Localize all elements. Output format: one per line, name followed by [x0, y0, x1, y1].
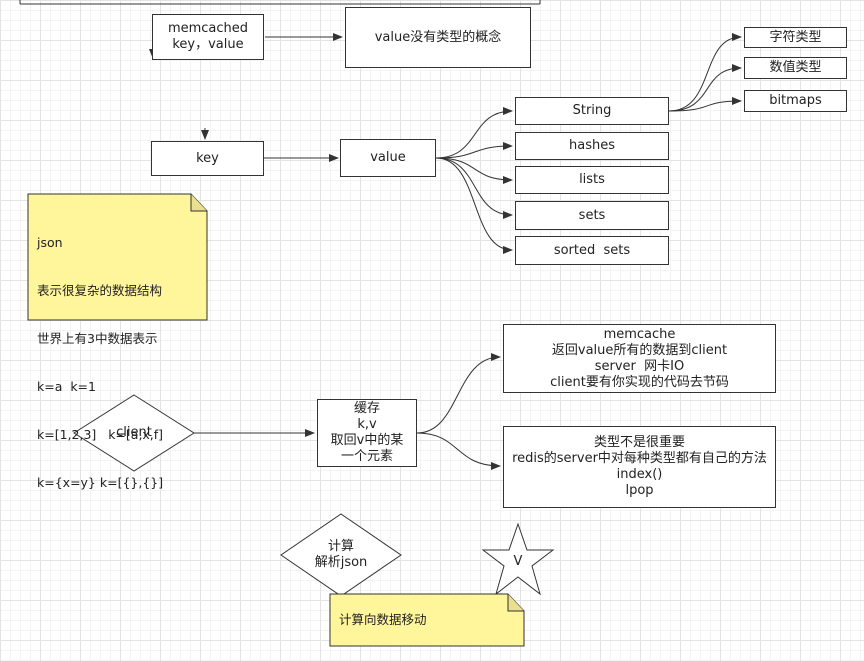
subtype-num-label: 数值类型 — [769, 60, 822, 75]
client-node[interactable]: client — [84, 421, 184, 445]
type-sets-label: sets — [578, 207, 606, 223]
memcache-line-1: memcache — [603, 326, 676, 342]
memcached-node[interactable]: memcached key，value — [152, 14, 264, 60]
type-sorted-sets-node[interactable]: sorted sets — [515, 236, 669, 265]
json-note-line-5: k=[1,2,3] k=[a,x,f] — [37, 427, 164, 442]
memcached-line-1: memcached — [167, 21, 249, 36]
cache-line-2: k,v — [357, 417, 377, 432]
memcached-line-2: key，value — [172, 37, 244, 52]
subtype-char-label: 字符类型 — [769, 29, 822, 45]
compute-line-1: 计算 — [327, 539, 354, 554]
type-hashes-label: hashes — [569, 138, 615, 153]
move-note-fold — [507, 594, 524, 612]
json-note-fold — [190, 194, 207, 212]
subtype-bitmaps-label: bitmaps — [769, 93, 822, 108]
redis-line-3: index() — [616, 467, 663, 482]
value-label: value — [370, 150, 406, 165]
memcache-line-2: 返回value所有的数据到client — [551, 342, 728, 358]
edge-value-to-hashes — [435, 142, 513, 159]
redis-line-1: 类型不是很重要 — [593, 435, 685, 450]
compute-line-2: 解析json — [314, 555, 368, 570]
edge-value-to-sets — [435, 157, 513, 219]
key-label: key — [196, 150, 219, 166]
json-note[interactable]: json 表示很复杂的数据结构 世界上有3中数据表示 k=a k=1 k=[1,… — [28, 194, 207, 490]
move-note[interactable]: 计算向数据移动 — [330, 594, 524, 646]
client-label: client — [116, 425, 152, 440]
edge-string-to-num — [668, 64, 742, 112]
cache-line-1: 缓存 — [353, 401, 380, 416]
star-label: V — [513, 554, 523, 569]
star-shape — [481, 522, 555, 596]
value-no-type-label: value没有类型的概念 — [374, 29, 502, 45]
subtype-num-node[interactable]: 数值类型 — [744, 57, 847, 79]
type-string-label: String — [572, 103, 612, 118]
type-string-node[interactable]: String — [515, 97, 669, 125]
edge-string-to-char — [668, 33, 742, 112]
client-diamond — [73, 394, 195, 472]
type-hashes-node[interactable]: hashes — [515, 132, 669, 160]
edge-cache-to-memcache — [416, 353, 501, 434]
redis-detail-node[interactable]: 类型不是很重要 redis的server中对每种类型都有自己的方法 index(… — [503, 426, 776, 508]
cache-node[interactable]: 缓存 k,v 取回v中的某 一个元素 — [317, 399, 417, 467]
memcache-line-3: server 网卡IO — [594, 358, 685, 374]
json-note-line-2: 表示很复杂的数据结构 — [37, 283, 163, 298]
type-sorted-sets-label: sorted sets — [553, 242, 631, 258]
key-node[interactable]: key — [151, 141, 264, 176]
value-no-type-node[interactable]: value没有类型的概念 — [345, 7, 531, 68]
type-sets-node[interactable]: sets — [515, 201, 669, 230]
json-note-shape — [27, 193, 208, 321]
move-note-shape — [329, 593, 525, 647]
value-node[interactable]: value — [340, 139, 436, 177]
cache-line-4: 一个元素 — [340, 449, 393, 464]
subtype-char-node[interactable]: 字符类型 — [744, 27, 847, 48]
edge-string-to-bitmaps — [668, 97, 742, 112]
compute-node[interactable]: 计算 解析json — [296, 538, 386, 572]
edge-cache-to-redis — [416, 432, 501, 470]
subtype-bitmaps-node[interactable]: bitmaps — [744, 90, 847, 112]
memcache-detail-node[interactable]: memcache 返回value所有的数据到client server 网卡IO… — [503, 324, 776, 393]
json-note-line-3: 世界上有3中数据表示 — [37, 331, 158, 346]
type-lists-label: lists — [579, 172, 605, 187]
move-note-label: 计算向数据移动 — [339, 612, 427, 627]
json-note-line-1: json — [37, 235, 63, 250]
cache-line-3: 取回v中的某 — [330, 433, 404, 448]
json-note-line-4: k=a k=1 — [37, 379, 96, 394]
memcache-line-4: client要有你实现的代码去节码 — [550, 374, 729, 390]
json-note-line-6: k={x=y} k=[{},{}] — [37, 475, 164, 490]
edge-value-to-sortedsets — [435, 157, 513, 254]
redis-line-2: redis的server中对每种类型都有自己的方法 — [512, 451, 767, 466]
star-node[interactable]: V — [503, 552, 533, 572]
type-lists-node[interactable]: lists — [515, 166, 669, 194]
edge-value-to-string — [435, 107, 513, 159]
edge-value-to-lists — [435, 157, 513, 184]
redis-line-4: lpop — [625, 483, 654, 498]
